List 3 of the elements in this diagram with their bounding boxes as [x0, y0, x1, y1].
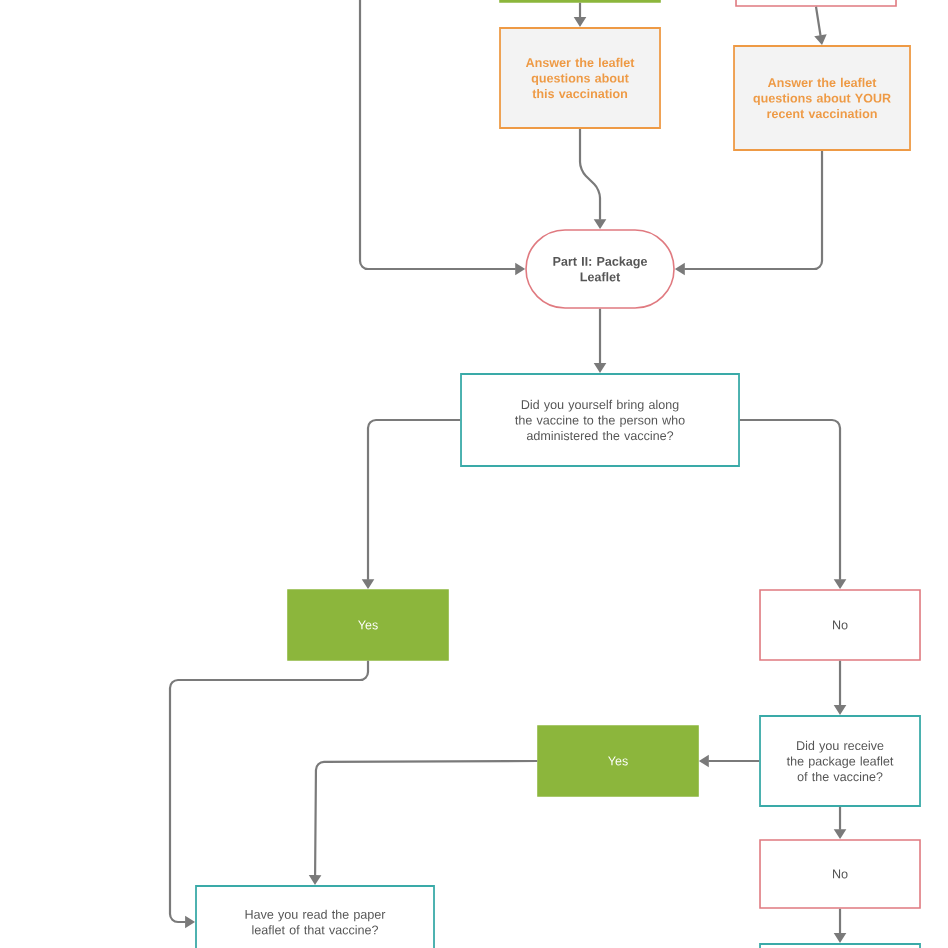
question-box	[759, 943, 921, 948]
answer-box	[735, 0, 897, 7]
arrow	[814, 6, 827, 45]
